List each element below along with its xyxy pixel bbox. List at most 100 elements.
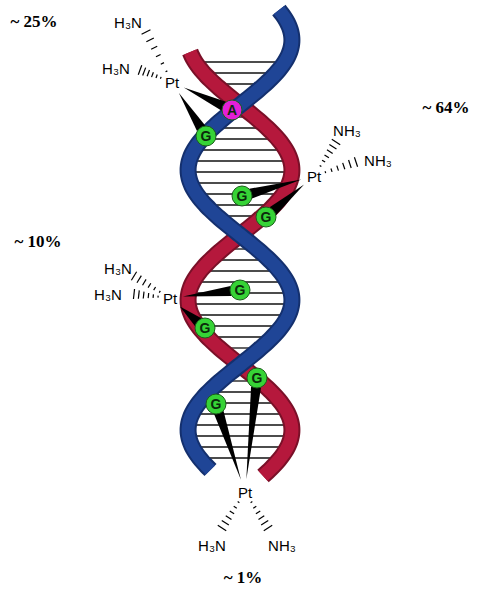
- base-letter: G: [205, 393, 227, 415]
- hashed-wedge-bond: [146, 38, 153, 42]
- hashed-wedge-bond: [327, 150, 333, 154]
- chemical-label: Pt: [163, 290, 177, 307]
- hashed-wedge-bond: [143, 279, 147, 285]
- base-pair: [205, 457, 274, 458]
- blue-strand: [188, 10, 292, 470]
- chemical-label: Pt: [238, 484, 252, 501]
- base-pair: [210, 72, 271, 73]
- base-circle-shape: [232, 186, 252, 206]
- hashed-wedge-bond: [148, 293, 150, 298]
- base-pair: [195, 160, 285, 161]
- chemical-label: NH₃: [333, 122, 361, 139]
- base-pair: [194, 303, 286, 304]
- solid-wedge-bond: [179, 93, 206, 131]
- percentage-label: ~ 64%: [422, 98, 469, 118]
- hashed-wedge-bond: [329, 145, 336, 150]
- hashed-wedge-bond: [148, 283, 151, 287]
- hashed-wedge-bond: [159, 291, 160, 293]
- hashed-wedge-bond: [261, 521, 268, 526]
- base-circle-shape: [195, 318, 215, 338]
- base-pair: [194, 171, 286, 172]
- base-letter: G: [229, 279, 251, 301]
- hashed-wedge-bond: [230, 511, 234, 514]
- base-letter: G: [255, 206, 277, 228]
- hashed-wedge-bond: [331, 168, 332, 171]
- hashed-wedge-bond: [138, 65, 142, 74]
- hashed-wedge-bond: [152, 72, 154, 77]
- base-circle: A: [221, 99, 243, 121]
- hashed-wedge-bond: [264, 525, 272, 530]
- base-circle-shape: [247, 368, 267, 388]
- hashed-wedge-bond: [253, 506, 256, 508]
- base-pair: [195, 435, 286, 436]
- hashed-wedge-bond: [343, 163, 345, 169]
- hashed-wedge-bond: [337, 166, 339, 171]
- base-pair: [206, 270, 273, 271]
- strand-outline: [188, 10, 292, 470]
- hashed-wedge-bond: [161, 63, 164, 65]
- hashed-wedge-bond: [152, 294, 154, 298]
- hashed-wedge-bond: [131, 272, 136, 281]
- hashed-wedge-bond: [154, 287, 156, 290]
- base-letter: G: [231, 185, 253, 207]
- hashed-wedge-bond: [143, 68, 146, 76]
- hashed-wedge-bond: [143, 292, 145, 299]
- hashed-wedge-bond: [147, 70, 149, 76]
- hashed-wedge-bond: [222, 521, 229, 526]
- base-circle-shape: [222, 100, 242, 120]
- chemical-label: Pt: [165, 74, 179, 91]
- base-letter: A: [221, 99, 243, 121]
- chemical-label: H₃N: [114, 14, 142, 31]
- chemical-label: H₃N: [104, 260, 132, 277]
- chemical-label: NH₃: [364, 152, 392, 169]
- base-circle: G: [205, 393, 227, 415]
- hashed-wedge-bond: [156, 75, 157, 78]
- base-circle: G: [246, 367, 268, 389]
- percentage-label: ~ 25%: [10, 12, 57, 32]
- hashed-wedge-bond: [151, 46, 157, 49]
- base-pair: [198, 446, 281, 447]
- base-circle-shape: [206, 394, 226, 414]
- hashed-wedge-bond: [166, 70, 168, 72]
- solid-wedge-bond: [270, 184, 305, 215]
- solid-wedge-bond: [183, 286, 232, 296]
- base-circle-shape: [196, 126, 216, 146]
- hashed-wedge-bond: [349, 160, 352, 168]
- base-letter: G: [194, 317, 216, 339]
- hashed-wedge-bond: [325, 155, 329, 158]
- base-pair: [198, 413, 282, 414]
- pt-bonds: [131, 30, 357, 531]
- base-circle: G: [229, 279, 251, 301]
- chemical-label: H₃N: [94, 286, 122, 303]
- base-pair: [194, 424, 285, 425]
- base-pair: [197, 314, 282, 315]
- base-circle: G: [194, 317, 216, 339]
- hashed-wedge-bond: [234, 506, 237, 508]
- hashed-wedge-bond: [133, 289, 134, 299]
- hashed-wedge-bond: [160, 77, 162, 79]
- percentage-label: ~ 1%: [224, 568, 263, 588]
- chemical-label: NH₃: [268, 537, 296, 554]
- base-letter: G: [246, 367, 268, 389]
- percentage-label: ~ 10%: [14, 232, 61, 252]
- hashed-wedge-bond: [322, 160, 325, 162]
- base-pair: [201, 61, 279, 62]
- hashed-wedge-bond: [324, 171, 326, 173]
- hashed-wedge-bond: [156, 54, 161, 56]
- base-letter: G: [195, 125, 217, 147]
- hashed-wedge-bond: [157, 296, 158, 298]
- base-pair: [200, 149, 280, 150]
- hashed-wedge-bond: [238, 502, 240, 503]
- base-circle: G: [195, 125, 217, 147]
- solid-wedge-bond: [214, 411, 241, 480]
- chemical-label: H₃N: [102, 60, 130, 77]
- base-pair: [208, 138, 272, 139]
- base-circle-shape: [230, 280, 250, 300]
- hashed-wedge-bond: [218, 525, 226, 530]
- hashed-wedge-bond: [259, 516, 265, 520]
- base-pair: [213, 336, 266, 337]
- hashed-wedge-bond: [137, 276, 141, 283]
- hashed-wedge-bond: [226, 516, 232, 520]
- base-circle-shape: [256, 207, 276, 227]
